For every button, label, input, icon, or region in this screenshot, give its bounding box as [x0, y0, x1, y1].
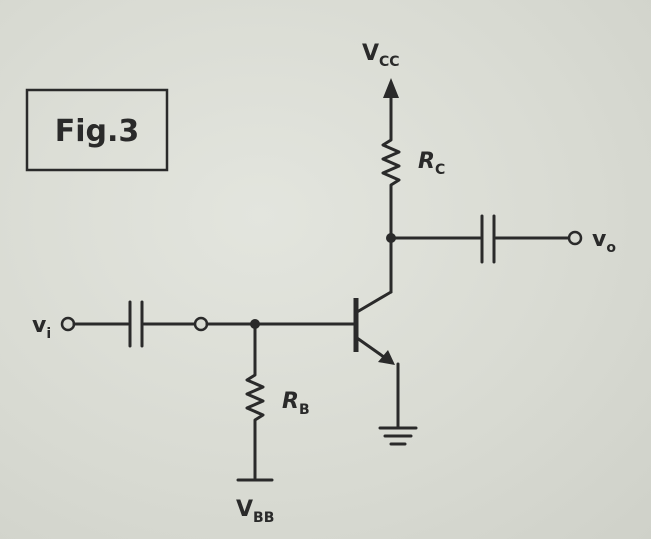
- figure-label-box: [25, 88, 169, 172]
- transistor-collector-lead: [355, 290, 393, 314]
- input-terminal: [60, 316, 76, 332]
- vo-label: vo: [592, 227, 616, 256]
- emitter-arrow-icon: [378, 350, 395, 365]
- rc-label: RC: [418, 149, 445, 178]
- vcc-arrow-icon: [383, 78, 399, 98]
- vcc-label: VCC: [362, 41, 400, 70]
- npn-transistor: [353, 290, 395, 365]
- ground-icon: [378, 426, 418, 446]
- resistor-rb-symbol: [245, 322, 265, 480]
- resistor-rb: RB: [245, 322, 310, 480]
- figure-label: Fig.3: [25, 88, 169, 172]
- input-capacitor: [128, 300, 144, 348]
- output-capacitor: [480, 214, 496, 264]
- base-terminal: [193, 316, 209, 332]
- output-terminal: [567, 230, 583, 246]
- vcc-supply: VCC: [362, 41, 400, 130]
- resistor-rc-symbol: [381, 126, 401, 240]
- vbb-label: VBB: [236, 497, 274, 526]
- rb-label: RB: [282, 389, 310, 418]
- resistor-rc: RC: [381, 126, 445, 240]
- figure-label-text: Fig.3: [55, 114, 140, 149]
- vi-label: vi: [32, 313, 51, 342]
